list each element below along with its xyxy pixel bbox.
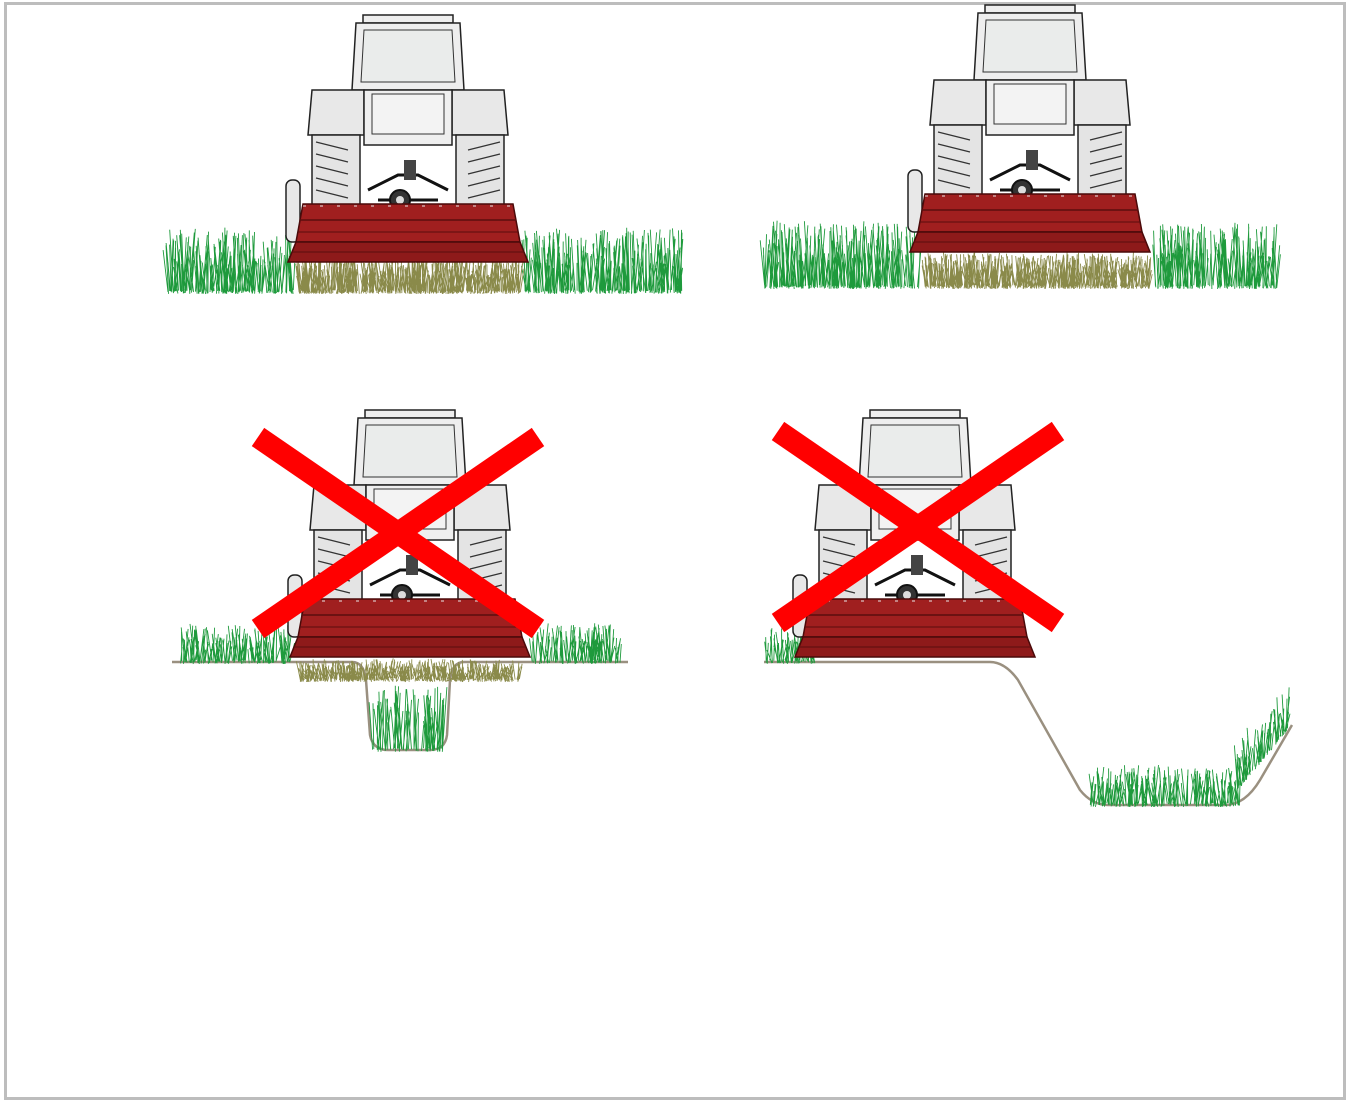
cut-grass — [922, 252, 1152, 289]
grass-left — [163, 228, 295, 294]
grass-right — [522, 228, 683, 294]
grass-right — [1153, 223, 1281, 289]
panel-ditch — [172, 410, 628, 752]
ditch-grass — [369, 686, 447, 752]
grass-left — [760, 221, 921, 289]
tractor-with-mower — [286, 15, 528, 262]
slope-bottom-grass — [1089, 765, 1240, 807]
panel-flat-ground-1 — [163, 15, 683, 294]
tractor-with-mower — [908, 5, 1150, 252]
grass-left — [181, 624, 295, 664]
grass-right — [530, 623, 622, 664]
slope-ground-line — [764, 662, 1292, 805]
panel-embankment — [764, 410, 1292, 807]
panel-flat-ground-2 — [760, 5, 1280, 289]
